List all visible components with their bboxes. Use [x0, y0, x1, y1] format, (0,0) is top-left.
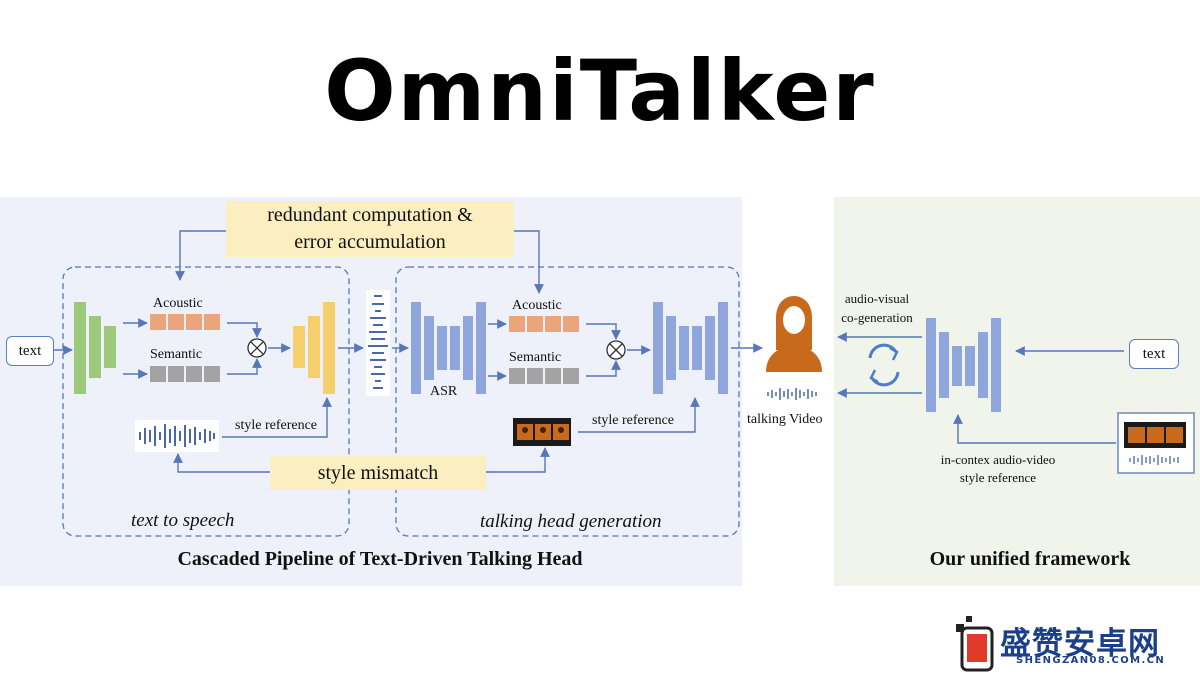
av-cogen-line1: audio-visual — [844, 291, 910, 306]
talking-video-waveform — [767, 388, 817, 400]
tts-semantic-label: Semantic — [150, 347, 203, 362]
tts-module-label: text to speech — [131, 510, 235, 531]
watermark-logo-icon — [956, 616, 994, 672]
thg-module-box — [395, 266, 740, 537]
thg-module-label: talking head generation — [480, 511, 662, 532]
speech-waveform — [366, 290, 390, 396]
style-reference-waveform — [135, 420, 219, 452]
talking-person-icon — [766, 296, 822, 372]
in-context-reference-box — [1117, 412, 1195, 474]
tts-acoustic-label: Acoustic — [153, 296, 203, 311]
unified-panel — [834, 197, 1200, 586]
unified-caption: Our unified framework — [929, 548, 1131, 570]
thg-acoustic-label: Acoustic — [512, 298, 562, 313]
page-title: OmniTalker — [324, 42, 876, 140]
note-style-mismatch: style mismatch — [270, 456, 486, 490]
thg-semantic-cells — [509, 368, 579, 384]
cycle-icon — [868, 343, 900, 387]
tts-semantic-cells — [150, 366, 220, 382]
thg-semantic-label: Semantic — [509, 350, 562, 365]
talking-video-label: talking Video — [747, 412, 823, 427]
text-input-bubble-left: text — [6, 336, 54, 366]
av-cogen-line2: co-generation — [841, 310, 913, 325]
note-redundant-computation: redundant computation & error accumulati… — [226, 201, 514, 257]
film-strip-icon — [513, 418, 571, 446]
tts-style-reference-label: style reference — [235, 418, 317, 433]
asr-encoder-block — [411, 302, 486, 394]
unified-model-block — [926, 318, 1001, 412]
tts-acoustic-cells — [150, 314, 220, 330]
tts-module-box — [62, 266, 350, 537]
text-input-bubble-right: text — [1129, 339, 1179, 369]
cascaded-caption: Cascaded Pipeline of Text-Driven Talking… — [177, 548, 583, 570]
thg-style-reference-label: style reference — [592, 413, 674, 428]
note-top-line1: redundant computation & — [267, 204, 473, 226]
tts-fusion-icon — [247, 338, 267, 358]
thg-acoustic-cells — [509, 316, 579, 332]
text-encoder-block — [74, 302, 116, 394]
watermark-cn: 盛赞安卓网 — [1000, 626, 1160, 662]
in-context-ref-line1: in-contex audio-video — [940, 452, 1056, 467]
watermark-domain: SHENGZAN08.COM.CN — [1016, 655, 1166, 666]
asr-label: ASR — [430, 384, 458, 399]
note-top-line2: error accumulation — [294, 231, 446, 253]
thg-fusion-icon — [606, 340, 626, 360]
tts-decoder-block — [293, 302, 335, 394]
video-generator-block — [653, 302, 728, 394]
flow-arrows — [52, 230, 1124, 473]
in-context-ref-line2: style reference — [959, 470, 1037, 485]
